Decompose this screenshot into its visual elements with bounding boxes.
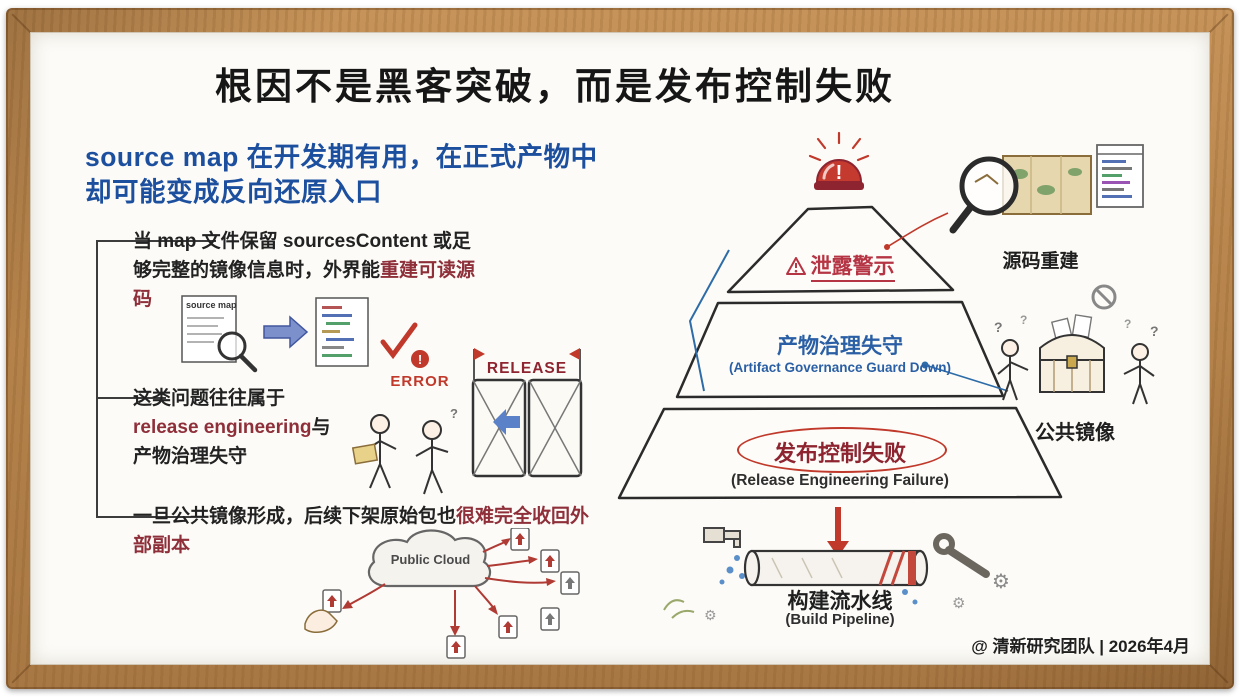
tier3-sublabel: (Release Engineering Failure)	[731, 472, 949, 489]
water-drops	[719, 555, 918, 605]
tier2-label: 产物治理失守	[777, 335, 903, 358]
question-glyph: ?	[994, 319, 1003, 335]
cloud-icon	[367, 529, 492, 588]
question-glyph: ?	[450, 406, 458, 421]
blue-bracket	[688, 249, 730, 392]
magnifier-icon	[217, 331, 258, 373]
pyramid-tier-2	[675, 300, 1005, 399]
tier1-label: 泄露警示	[810, 255, 895, 282]
gear-icon: ⚙	[704, 607, 717, 623]
bullet-connector-stub-3	[96, 516, 191, 518]
check-icon	[380, 322, 418, 360]
gate-doors-icon	[471, 378, 583, 478]
footer-credit: @ 清新研究团队 | 2026年4月	[971, 637, 1190, 656]
arrow-right-icon	[263, 315, 309, 349]
down-arrow-icon	[827, 507, 849, 557]
hand-icon	[304, 609, 338, 634]
exclamation-glyph: !	[418, 352, 422, 367]
release-sign: RELEASE	[473, 348, 581, 380]
gate-arrow-icon	[493, 409, 520, 435]
bullet-connector-stub-2	[96, 397, 166, 399]
siren-exclamation: !	[836, 162, 843, 184]
question-glyph: ?	[1124, 317, 1131, 331]
code-window-icon	[1096, 144, 1144, 208]
illustration-sourcemap-rebuild: source map	[178, 290, 428, 375]
spread-arrowheads	[342, 538, 556, 636]
bullet-1-highlight: 重建可读源码	[133, 259, 476, 310]
illustration-public-cloud	[295, 528, 595, 660]
world-map-icon	[1002, 155, 1092, 215]
cloud-label: Public Cloud	[390, 552, 471, 567]
code-doc-icon	[315, 297, 369, 367]
warning-triangle-icon	[785, 257, 806, 275]
tier1-label-wrap: 泄露警示	[765, 250, 915, 282]
stick-figure-confused: ?	[415, 406, 458, 495]
copy-file-icons	[322, 528, 580, 659]
tier3-circle-highlight	[737, 427, 947, 473]
wrench-icon	[933, 533, 990, 578]
gear-icon: ⚙	[952, 595, 965, 612]
sourcemap-doc-label: source map	[186, 300, 237, 310]
question-glyph: ?	[1150, 323, 1159, 339]
error-bubble-icon: !	[411, 350, 429, 368]
treasure-chest-icon	[1039, 334, 1105, 393]
illustration-public-mirror: ? ? ? ?	[992, 282, 1162, 416]
red-pointer-to-rebuild	[884, 212, 949, 250]
blue-pointer-to-mirror	[921, 361, 1009, 392]
source-rebuild-label: 源码重建	[1002, 251, 1079, 272]
tier2-sublabel: (Artifact Governance Guard Down)	[728, 360, 952, 375]
bullet-3-highlight: 很难完全收回外部副本	[133, 506, 590, 556]
bullet-1-text: 当 map 文件保留 sourcesContent 或足够完整的镜像信息时，外界…	[133, 231, 471, 281]
bullet-2-post: 与产物治理失守	[133, 416, 331, 467]
big-magnifier-icon	[949, 156, 1019, 234]
illustration-build-pipeline: ⚙ ⚙ ⚙	[652, 522, 1032, 627]
bullet-sourcescontent: 当 map 文件保留 sourcesContent 或足够完整的镜像信息时，外界…	[133, 228, 481, 315]
pipeline-label: 构建流水线	[787, 590, 893, 613]
faucet-icon	[703, 527, 741, 548]
mirror-figure-left: ? ?	[994, 313, 1029, 401]
illustration-release-gate: ! ERROR RELEASE	[352, 346, 600, 508]
pyramid-diagram	[600, 195, 1080, 565]
pipeline-sublabel: (Build Pipeline)	[785, 611, 895, 628]
bullet-2-highlight: release engineering	[133, 416, 312, 438]
pipe-icon	[743, 549, 929, 587]
bullet-2-text: 这类问题往往属于	[133, 388, 286, 409]
bullet-connector-vertical	[96, 240, 98, 518]
pyramid-tier-1	[726, 205, 955, 294]
stick-figure-with-map	[352, 414, 397, 489]
illustration-source-rebuild	[945, 140, 1150, 244]
prohibit-icon	[1091, 284, 1117, 310]
bullet-release-engineering: 这类问题往往属于 release engineering与产物治理失守	[133, 385, 348, 472]
page-title: 根因不是黑客突破，而是发布控制失败	[215, 66, 895, 107]
splash-icon	[663, 599, 695, 619]
intro-heading: source map 在开发期有用，在正式产物中却可能变成反向还原入口	[85, 142, 598, 207]
siren-icon: !	[803, 130, 875, 202]
bullet-3-text: 一旦公共镜像形成，后续下架原始包也	[133, 506, 457, 527]
question-glyph: ?	[1020, 313, 1027, 327]
tier3-label: 发布控制失败	[773, 441, 906, 466]
error-label: ERROR	[390, 373, 449, 390]
public-mirror-label: 公共镜像	[1035, 422, 1115, 444]
mirror-figure-right: ? ?	[1123, 317, 1159, 405]
bullet-connector-stub-1	[96, 240, 216, 242]
release-label: RELEASE	[487, 360, 567, 377]
gear-icon: ⚙	[992, 571, 1010, 593]
bullet-public-mirror: 一旦公共镜像形成，后续下架原始包也很难完全收回外部副本	[133, 503, 595, 561]
